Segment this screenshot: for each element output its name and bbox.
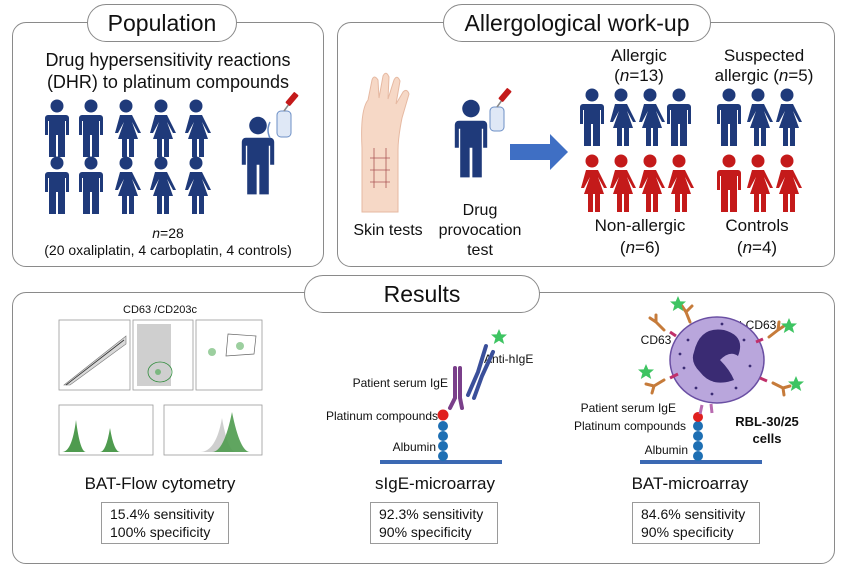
person-icon	[639, 154, 665, 212]
anti-rat-cd63-antibody-icon	[644, 304, 792, 397]
population-line2: (DHR) to platinum compounds	[46, 72, 290, 92]
patient-ige-icon	[448, 366, 464, 410]
batm-albumin-chain-icon	[693, 421, 703, 461]
dpt-label-1: Drug	[462, 202, 498, 219]
suspected-label-1: Suspected	[723, 46, 805, 65]
controls-n: (n=4)	[736, 238, 778, 257]
population-line1: Drug hypersensitivity reactions	[45, 50, 291, 70]
population-people	[45, 99, 211, 214]
sige-sensitivity: 92.3% sensitivity	[379, 506, 484, 522]
dpt-label-3: test	[467, 242, 493, 259]
skin-tests-label: Skin tests	[353, 222, 423, 239]
patient-iv-icon	[241, 92, 299, 195]
nonallergic-people	[581, 154, 802, 212]
person-icon	[717, 88, 741, 146]
sige-platinum-label: Platinum compounds	[325, 409, 438, 423]
bat-flow-sensitivity: 15.4% sensitivity	[110, 506, 215, 522]
bat-micro-sensitivity: 84.6% sensitivity	[641, 506, 746, 522]
person-icon	[747, 88, 773, 146]
rbl-cells-label-1: RBL-30/25	[735, 414, 799, 429]
bat-flow-stats: 15.4% sensitivity 100% specificity	[101, 502, 229, 544]
suspected-label-2: allergic (n=5)	[714, 66, 814, 85]
nonallergic-n: (n=6)	[619, 238, 661, 257]
dpt-patient-icon	[454, 88, 512, 178]
person-icon	[610, 88, 636, 146]
person-icon	[45, 99, 69, 157]
cell-nucleus-icon	[692, 329, 741, 383]
bat-micro-label: BAT-microarray	[631, 474, 749, 493]
controls-label: Controls	[725, 216, 789, 235]
arrow-icon	[510, 134, 568, 170]
person-icon	[776, 88, 802, 146]
flow-histogram-2	[212, 412, 250, 452]
population-n: n=28	[152, 225, 184, 241]
person-icon	[639, 88, 665, 146]
person-icon	[185, 99, 211, 157]
population-title: Population	[87, 4, 237, 42]
nonallergic-label: Non-allergic	[594, 216, 686, 235]
allergic-people	[580, 88, 802, 146]
anti-hige-antibody-icon	[466, 344, 495, 400]
sige-label: sIgE-microarray	[375, 474, 495, 493]
dpt-label-2: provocation	[438, 222, 522, 239]
person-icon	[45, 156, 69, 214]
batm-albumin-label: Albumin	[644, 443, 688, 457]
results-title: Results	[304, 275, 540, 313]
flow-histogram-1	[62, 420, 120, 452]
batm-platinum-label: Platinum compounds	[573, 419, 686, 433]
bat-flow-specificity: 100% specificity	[110, 524, 211, 540]
person-icon	[747, 154, 773, 212]
person-icon	[581, 154, 607, 212]
person-icon	[115, 99, 141, 157]
sige-patient-serum-label: Patient serum IgE	[352, 376, 448, 390]
person-icon	[79, 156, 103, 214]
bat-microarray-diagram	[638, 296, 804, 464]
flow-cytometry-plots	[58, 319, 263, 456]
sige-stats: 92.3% sensitivity 90% specificity	[370, 502, 498, 544]
albumin-chain-icon	[438, 421, 448, 461]
person-icon	[668, 154, 694, 212]
person-icon	[580, 88, 604, 146]
person-icon	[776, 154, 802, 212]
sige-assay-diagram	[380, 329, 507, 464]
flow-scatter-1	[63, 335, 127, 386]
rbl-cells-label-2: cells	[752, 431, 782, 446]
sige-specificity: 90% specificity	[379, 524, 472, 540]
sige-albumin-label: Albumin	[392, 440, 436, 454]
person-icon	[185, 156, 211, 214]
bat-micro-specificity: 90% specificity	[641, 524, 734, 540]
flow-scatter-2	[137, 324, 173, 386]
batm-patient-serum-label: Patient serum IgE	[580, 401, 676, 415]
person-icon	[79, 99, 103, 157]
person-icon	[115, 156, 141, 214]
flow-scatter-3	[208, 333, 257, 357]
skin-test-arm-icon	[361, 72, 410, 213]
batm-platinum-dot-icon	[693, 412, 703, 422]
platinum-dot-icon	[437, 409, 449, 421]
cd63-label: CD63	[640, 333, 672, 347]
flow-header: CD63 /CD203c	[123, 304, 197, 316]
person-icon	[667, 88, 691, 146]
person-icon	[150, 99, 176, 157]
bat-flow-label: BAT-Flow cytometry	[84, 474, 236, 493]
population-breakdown: (20 oxaliplatin, 4 carboplatin, 4 contro…	[44, 242, 292, 258]
batm-ige-icon	[698, 403, 714, 415]
anti-hige-label: Anti-hIgE	[484, 352, 534, 366]
sige-slide-surface	[380, 460, 502, 464]
allergic-label: Allergic	[611, 46, 667, 65]
workup-title: Allergological work-up	[443, 4, 711, 42]
batm-slide-surface	[640, 460, 762, 464]
person-icon	[150, 156, 176, 214]
person-icon	[717, 154, 741, 212]
fluorescent-star-icon	[491, 329, 507, 344]
allergic-n: (n=13)	[614, 66, 664, 85]
bat-micro-stats: 84.6% sensitivity 90% specificity	[632, 502, 760, 544]
cd63-marker-icon	[669, 330, 768, 383]
person-icon	[610, 154, 636, 212]
